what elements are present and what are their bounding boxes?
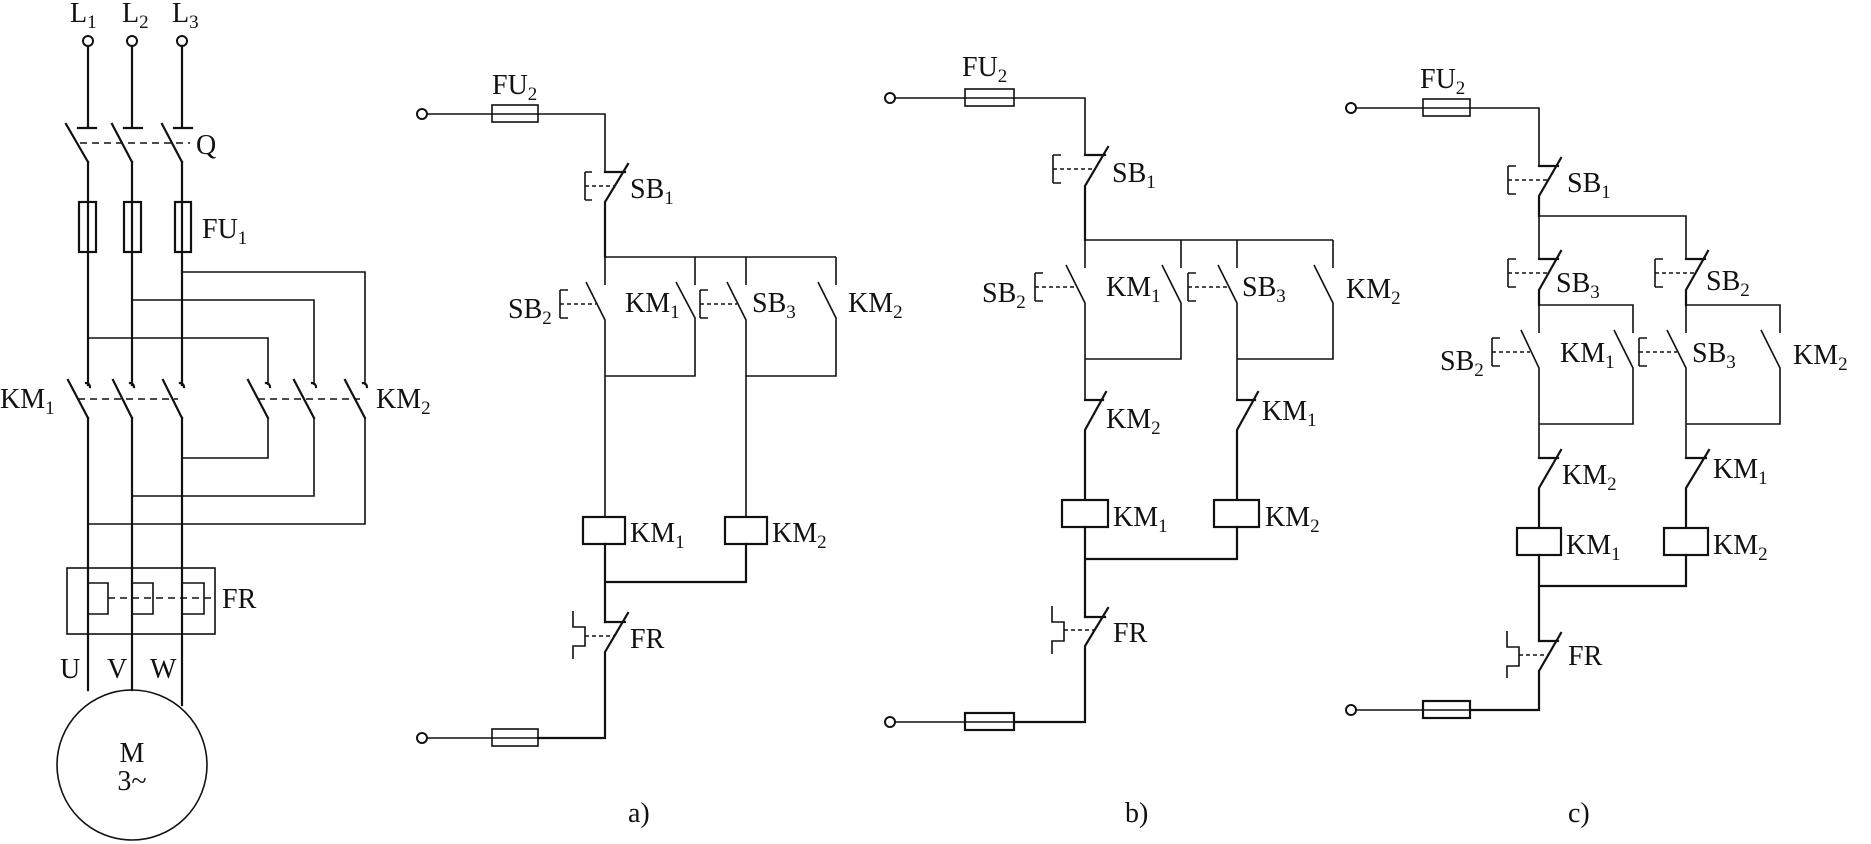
overload-contact-fr-b: [1012, 606, 1110, 724]
fr-c-label: FR: [1568, 641, 1603, 672]
phase-label-l1: L1: [70, 0, 97, 33]
sb1-c-label: SB1: [1567, 168, 1611, 203]
phase-label-l2: L2: [122, 0, 149, 33]
overload-relay-fr-main: [66, 567, 216, 635]
overload-contact-fr-c: [1468, 631, 1563, 712]
sb1-a-label: SB1: [630, 174, 674, 209]
button-sb3-b: [1187, 264, 1238, 359]
fuse-fu1-label: FU1: [202, 214, 247, 249]
contactor-km2-main: [246, 378, 369, 420]
coil-km2-a-label: KM2: [772, 518, 827, 553]
control-circuit-b: FU2 SB1 SB2 KM1 SB3 KM2 KM2 KM1: [884, 52, 1401, 829]
button-sb2-c: [1491, 329, 1540, 424]
hold-contact-km2-b: [1237, 264, 1334, 360]
caption-b: b): [1125, 798, 1148, 829]
fuse-fu2-a-label: FU2: [492, 70, 537, 105]
terminal-l3: [176, 35, 188, 47]
switch-q-label: Q: [196, 130, 216, 161]
coil-km1-b-label: KM1: [1113, 502, 1168, 537]
interlock-km2-c-label: KM2: [1562, 460, 1617, 495]
interlock-km1-c-label: KM1: [1713, 454, 1768, 489]
main-circuit: L1 L2 L3 Q FU1: [0, 0, 431, 841]
contactor-km1-main: [66, 378, 186, 420]
sb3-a-label: SB3: [752, 288, 796, 323]
km2-hold-b-label: KM2: [1346, 274, 1401, 309]
km2-main-label: KM2: [376, 384, 431, 419]
terminal-w-label: W: [150, 654, 177, 685]
coil-km2-c: [1662, 526, 1710, 557]
button-sb2-b: [1034, 264, 1086, 359]
sb3-c-label: SB3: [1692, 338, 1736, 373]
fr-b-label: FR: [1113, 618, 1148, 649]
coil-km1-a-label: KM1: [630, 518, 685, 553]
coil-km1-c-label: KM1: [1566, 530, 1621, 565]
interlock-km2-b-label: KM2: [1106, 404, 1161, 439]
nc-sb3-c-label: SB3: [1556, 268, 1600, 303]
sb2-b-label: SB2: [982, 278, 1026, 313]
interlock-km1-b: [1235, 390, 1260, 502]
motor-label: M: [120, 738, 145, 769]
overload-fr-main-label: FR: [222, 584, 257, 615]
coil-km2-b-label: KM2: [1265, 502, 1320, 537]
nc-button-sb2-c: [1654, 249, 1710, 307]
fuse-fu2-c-label: FU2: [1420, 64, 1465, 99]
coil-km2-c-label: KM2: [1713, 530, 1768, 565]
stop-button-sb1-a: [584, 162, 630, 259]
coil-km1-b: [1060, 498, 1110, 529]
terminal-top-a: [416, 108, 428, 120]
fuse-fu1: [77, 200, 193, 254]
sb1-b-label: SB1: [1112, 158, 1156, 193]
button-sb2-a: [559, 281, 606, 376]
interlock-km1-c: [1684, 448, 1711, 530]
terminal-l2: [126, 35, 138, 47]
stop-button-sb1-c: [1507, 156, 1563, 218]
km1-hold-c-label: KM1: [1560, 338, 1615, 373]
overload-contact-fr-a: [536, 611, 630, 740]
sb3-b-label: SB3: [1242, 272, 1286, 307]
phase-label-l3: L3: [172, 0, 199, 33]
caption-c: c): [1568, 798, 1590, 829]
control-circuit-a: FU2 SB1 SB2 KM1 SB3 KM2: [416, 70, 903, 829]
caption-a: a): [628, 798, 650, 829]
terminal-bottom-b: [884, 716, 896, 728]
interlock-km1-b-label: KM1: [1262, 396, 1317, 431]
interlock-km2-b: [1083, 390, 1108, 502]
km2-hold-c-label: KM2: [1793, 340, 1848, 375]
km2-hold-a-label: KM2: [848, 288, 903, 323]
terminal-bottom-a: [416, 732, 428, 744]
terminal-l1: [82, 35, 94, 47]
hold-contact-km1-c: [1539, 329, 1634, 425]
sb2-c-label: SB2: [1440, 346, 1484, 381]
km1-hold-b-label: KM1: [1106, 272, 1161, 307]
interlock-km2-c: [1537, 448, 1563, 530]
hold-contact-km2-a: [746, 281, 837, 377]
terminal-top-b: [884, 92, 896, 104]
terminal-bottom-c: [1345, 704, 1357, 716]
nc-button-sb3-c: [1507, 249, 1563, 307]
fr-a-label: FR: [630, 624, 665, 655]
coil-km1-a: [581, 515, 627, 546]
stop-button-sb1-b: [1052, 145, 1110, 242]
button-sb3-a: [699, 281, 747, 376]
hold-contact-km2-c: [1686, 329, 1781, 425]
button-sb3-c: [1638, 329, 1687, 424]
km1-main-label: KM1: [0, 384, 55, 419]
fuse-fu2-b-label: FU2: [962, 52, 1007, 87]
control-circuit-c: FU2 SB1 SB3 SB2 SB2 KM1: [1345, 64, 1848, 829]
hold-contact-km1-b: [1085, 264, 1182, 360]
coil-km2-a: [723, 515, 769, 546]
terminal-u-label: U: [60, 654, 80, 685]
nc-sb2-c-label: SB2: [1706, 266, 1750, 301]
motor-m: [56, 689, 208, 841]
switch-q: [64, 122, 190, 164]
sb2-a-label: SB2: [508, 294, 552, 329]
coil-km2-b: [1212, 498, 1261, 529]
km1-hold-a-label: KM1: [625, 288, 680, 323]
terminal-top-c: [1345, 102, 1357, 114]
motor-phase-label: 3~: [117, 766, 146, 797]
coil-km1-c: [1515, 526, 1563, 557]
terminal-v-label: V: [107, 654, 127, 685]
hold-contact-km1-a: [605, 281, 696, 377]
